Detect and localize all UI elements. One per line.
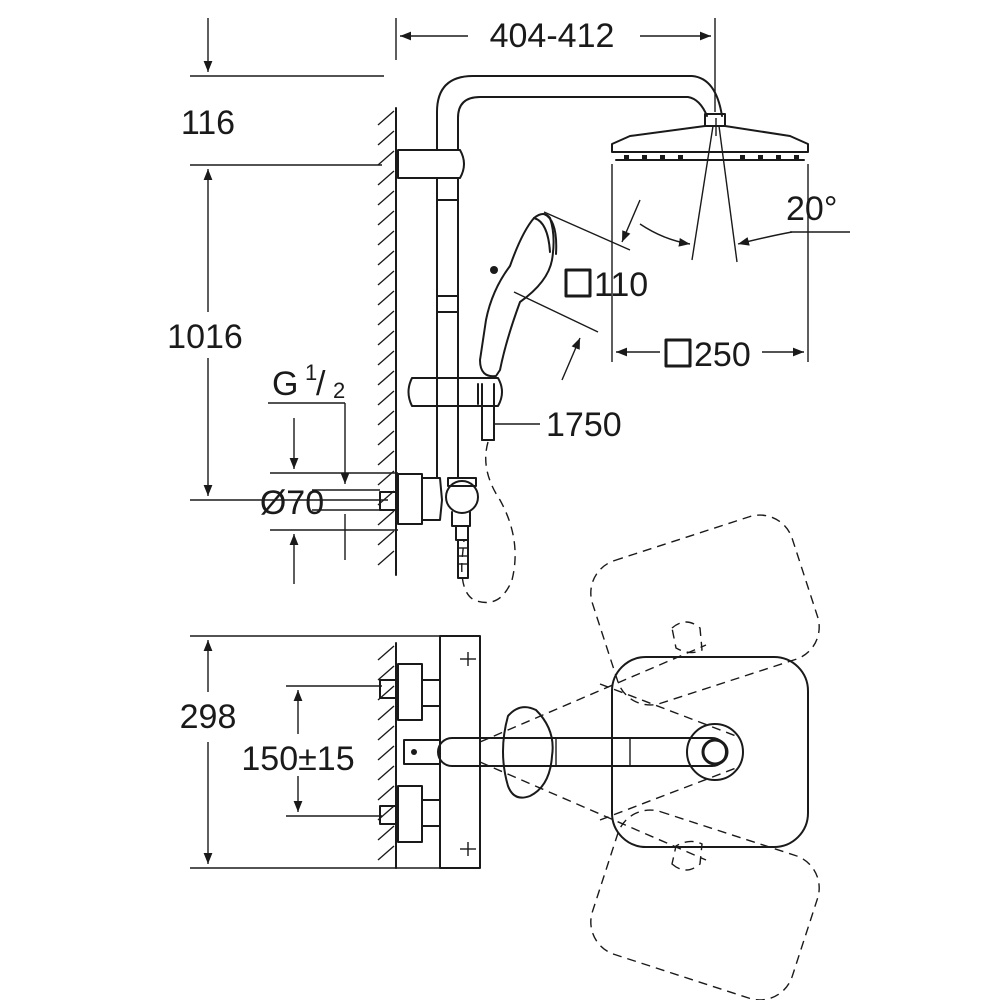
hand-shower bbox=[479, 213, 558, 441]
wall-lower bbox=[377, 642, 397, 869]
overhead-shower-top bbox=[611, 656, 809, 848]
label-hand-shower: 110 bbox=[594, 266, 648, 304]
square-symbol bbox=[664, 338, 692, 368]
dim-hand-shower: 110 bbox=[513, 199, 648, 381]
square-symbol bbox=[564, 268, 592, 298]
side-view: 404-412 116 1016 G 1 / 2 bbox=[167, 17, 850, 604]
label-thread-num: 1 bbox=[305, 360, 317, 385]
mixer-side bbox=[379, 473, 479, 579]
label-thread-prefix: G bbox=[272, 365, 298, 403]
label-depth: 298 bbox=[180, 698, 237, 736]
label-thread-slash: / bbox=[316, 365, 326, 403]
hose bbox=[461, 441, 516, 604]
label-thread-den: 2 bbox=[333, 378, 345, 403]
hand-shower-top bbox=[502, 706, 554, 799]
label-arm-reach: 404-412 bbox=[490, 17, 615, 55]
dim-depth: 298 bbox=[180, 635, 440, 869]
thread-callout: G 1 / 2 bbox=[268, 360, 380, 560]
rotation-ghosts bbox=[479, 514, 820, 1000]
label-rail-height: 1016 bbox=[167, 318, 243, 356]
dim-inlet-spacing: 150±15 bbox=[241, 685, 382, 817]
wall-bracket bbox=[397, 149, 465, 179]
dim-arm-reach: 404-412 bbox=[395, 17, 716, 112]
hand-shower-holder bbox=[407, 377, 503, 407]
dim-rosette: Ø70 bbox=[260, 418, 398, 584]
dim-rail-height: 1016 bbox=[167, 169, 388, 501]
dim-hose: 1750 bbox=[494, 406, 622, 444]
label-rosette: Ø70 bbox=[260, 484, 324, 522]
dim-top-offset: 116 bbox=[181, 18, 384, 166]
arm-top bbox=[403, 723, 744, 781]
dim-head-shower: 250 bbox=[611, 164, 809, 374]
label-head-shower: 250 bbox=[694, 336, 751, 374]
dim-head-tilt: 20° bbox=[639, 190, 850, 247]
top-view: 298 150±15 bbox=[180, 514, 820, 1000]
label-hose: 1750 bbox=[546, 406, 622, 444]
label-inlet-spacing: 150±15 bbox=[241, 740, 354, 778]
overhead-shower bbox=[611, 113, 809, 263]
label-top-offset: 116 bbox=[181, 104, 235, 142]
label-head-tilt: 20° bbox=[786, 190, 837, 228]
